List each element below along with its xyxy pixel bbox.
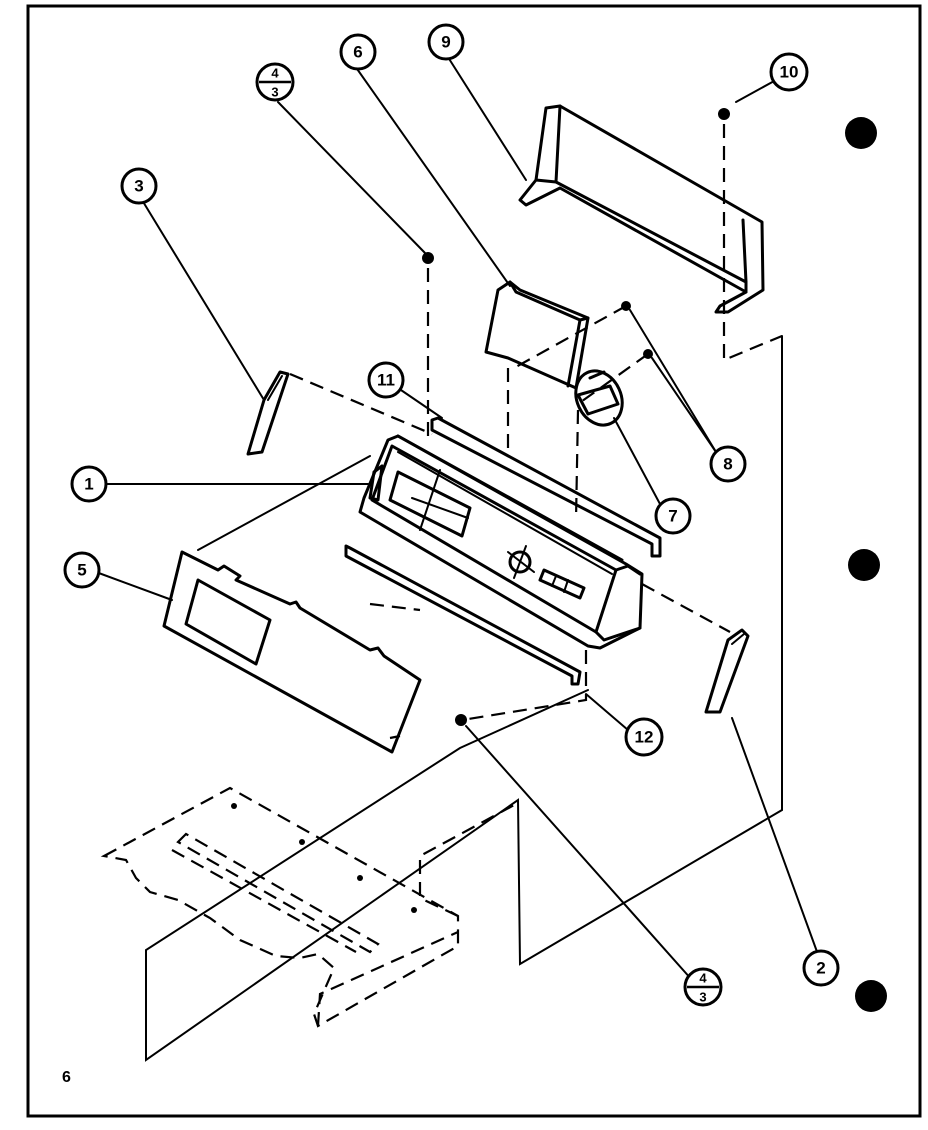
callout-8: 8: [709, 445, 747, 483]
svg-text:6: 6: [353, 43, 362, 62]
binder-hole-top: [845, 117, 877, 149]
callout-12: 12: [624, 717, 664, 757]
part-12-lower-strip: [344, 544, 582, 686]
screw-lower: [455, 714, 467, 726]
assembly-lines: [145, 335, 783, 1062]
part-1-control-panel: [358, 434, 644, 650]
callout-9: 9: [427, 23, 465, 61]
svg-text:1: 1: [84, 475, 93, 494]
svg-text:3: 3: [699, 990, 706, 1005]
part-2-right-end-cap: [704, 628, 750, 714]
svg-text:3: 3: [271, 85, 278, 100]
screw-top-left: [422, 252, 434, 264]
callout-6: 6: [339, 33, 377, 71]
part-7-knob: [574, 369, 624, 427]
svg-text:5: 5: [77, 561, 86, 580]
svg-text:7: 7: [668, 507, 677, 526]
svg-text:8: 8: [723, 455, 732, 474]
callout-2: 2: [802, 949, 840, 987]
fraction-callout-bottom: 4 3: [683, 967, 723, 1007]
screw-top-right: [718, 108, 730, 120]
part-11-strip: [430, 416, 662, 558]
svg-text:12: 12: [635, 728, 654, 747]
svg-text:3: 3: [134, 177, 143, 196]
callout-5: 5: [63, 551, 101, 589]
leader-lines: [95, 53, 821, 981]
callout-10: 10: [769, 52, 809, 92]
svg-text:4: 4: [699, 971, 707, 986]
part-9-top-trim-bracket: [518, 104, 765, 314]
part-5-overlay-panel: [162, 550, 422, 754]
binder-hole-bottom: [855, 980, 887, 1012]
fraction-callout-top: 4 3: [255, 62, 295, 102]
callout-11: 11: [367, 361, 405, 399]
page-number: 6: [62, 1069, 71, 1086]
callout-1: 1: [70, 465, 108, 503]
callout-7: 7: [654, 497, 692, 535]
svg-text:10: 10: [780, 63, 799, 82]
base-plate-dashed: [100, 786, 517, 1028]
part-6-bracket: [484, 280, 590, 390]
svg-text:2: 2: [816, 959, 825, 978]
svg-text:9: 9: [441, 33, 450, 52]
svg-text:11: 11: [377, 371, 395, 390]
svg-text:4: 4: [271, 66, 279, 81]
callout-3: 3: [120, 167, 158, 205]
page-border: [26, 4, 922, 1118]
part-3-left-end-cap: [246, 370, 290, 456]
binder-hole-middle: [848, 549, 880, 581]
